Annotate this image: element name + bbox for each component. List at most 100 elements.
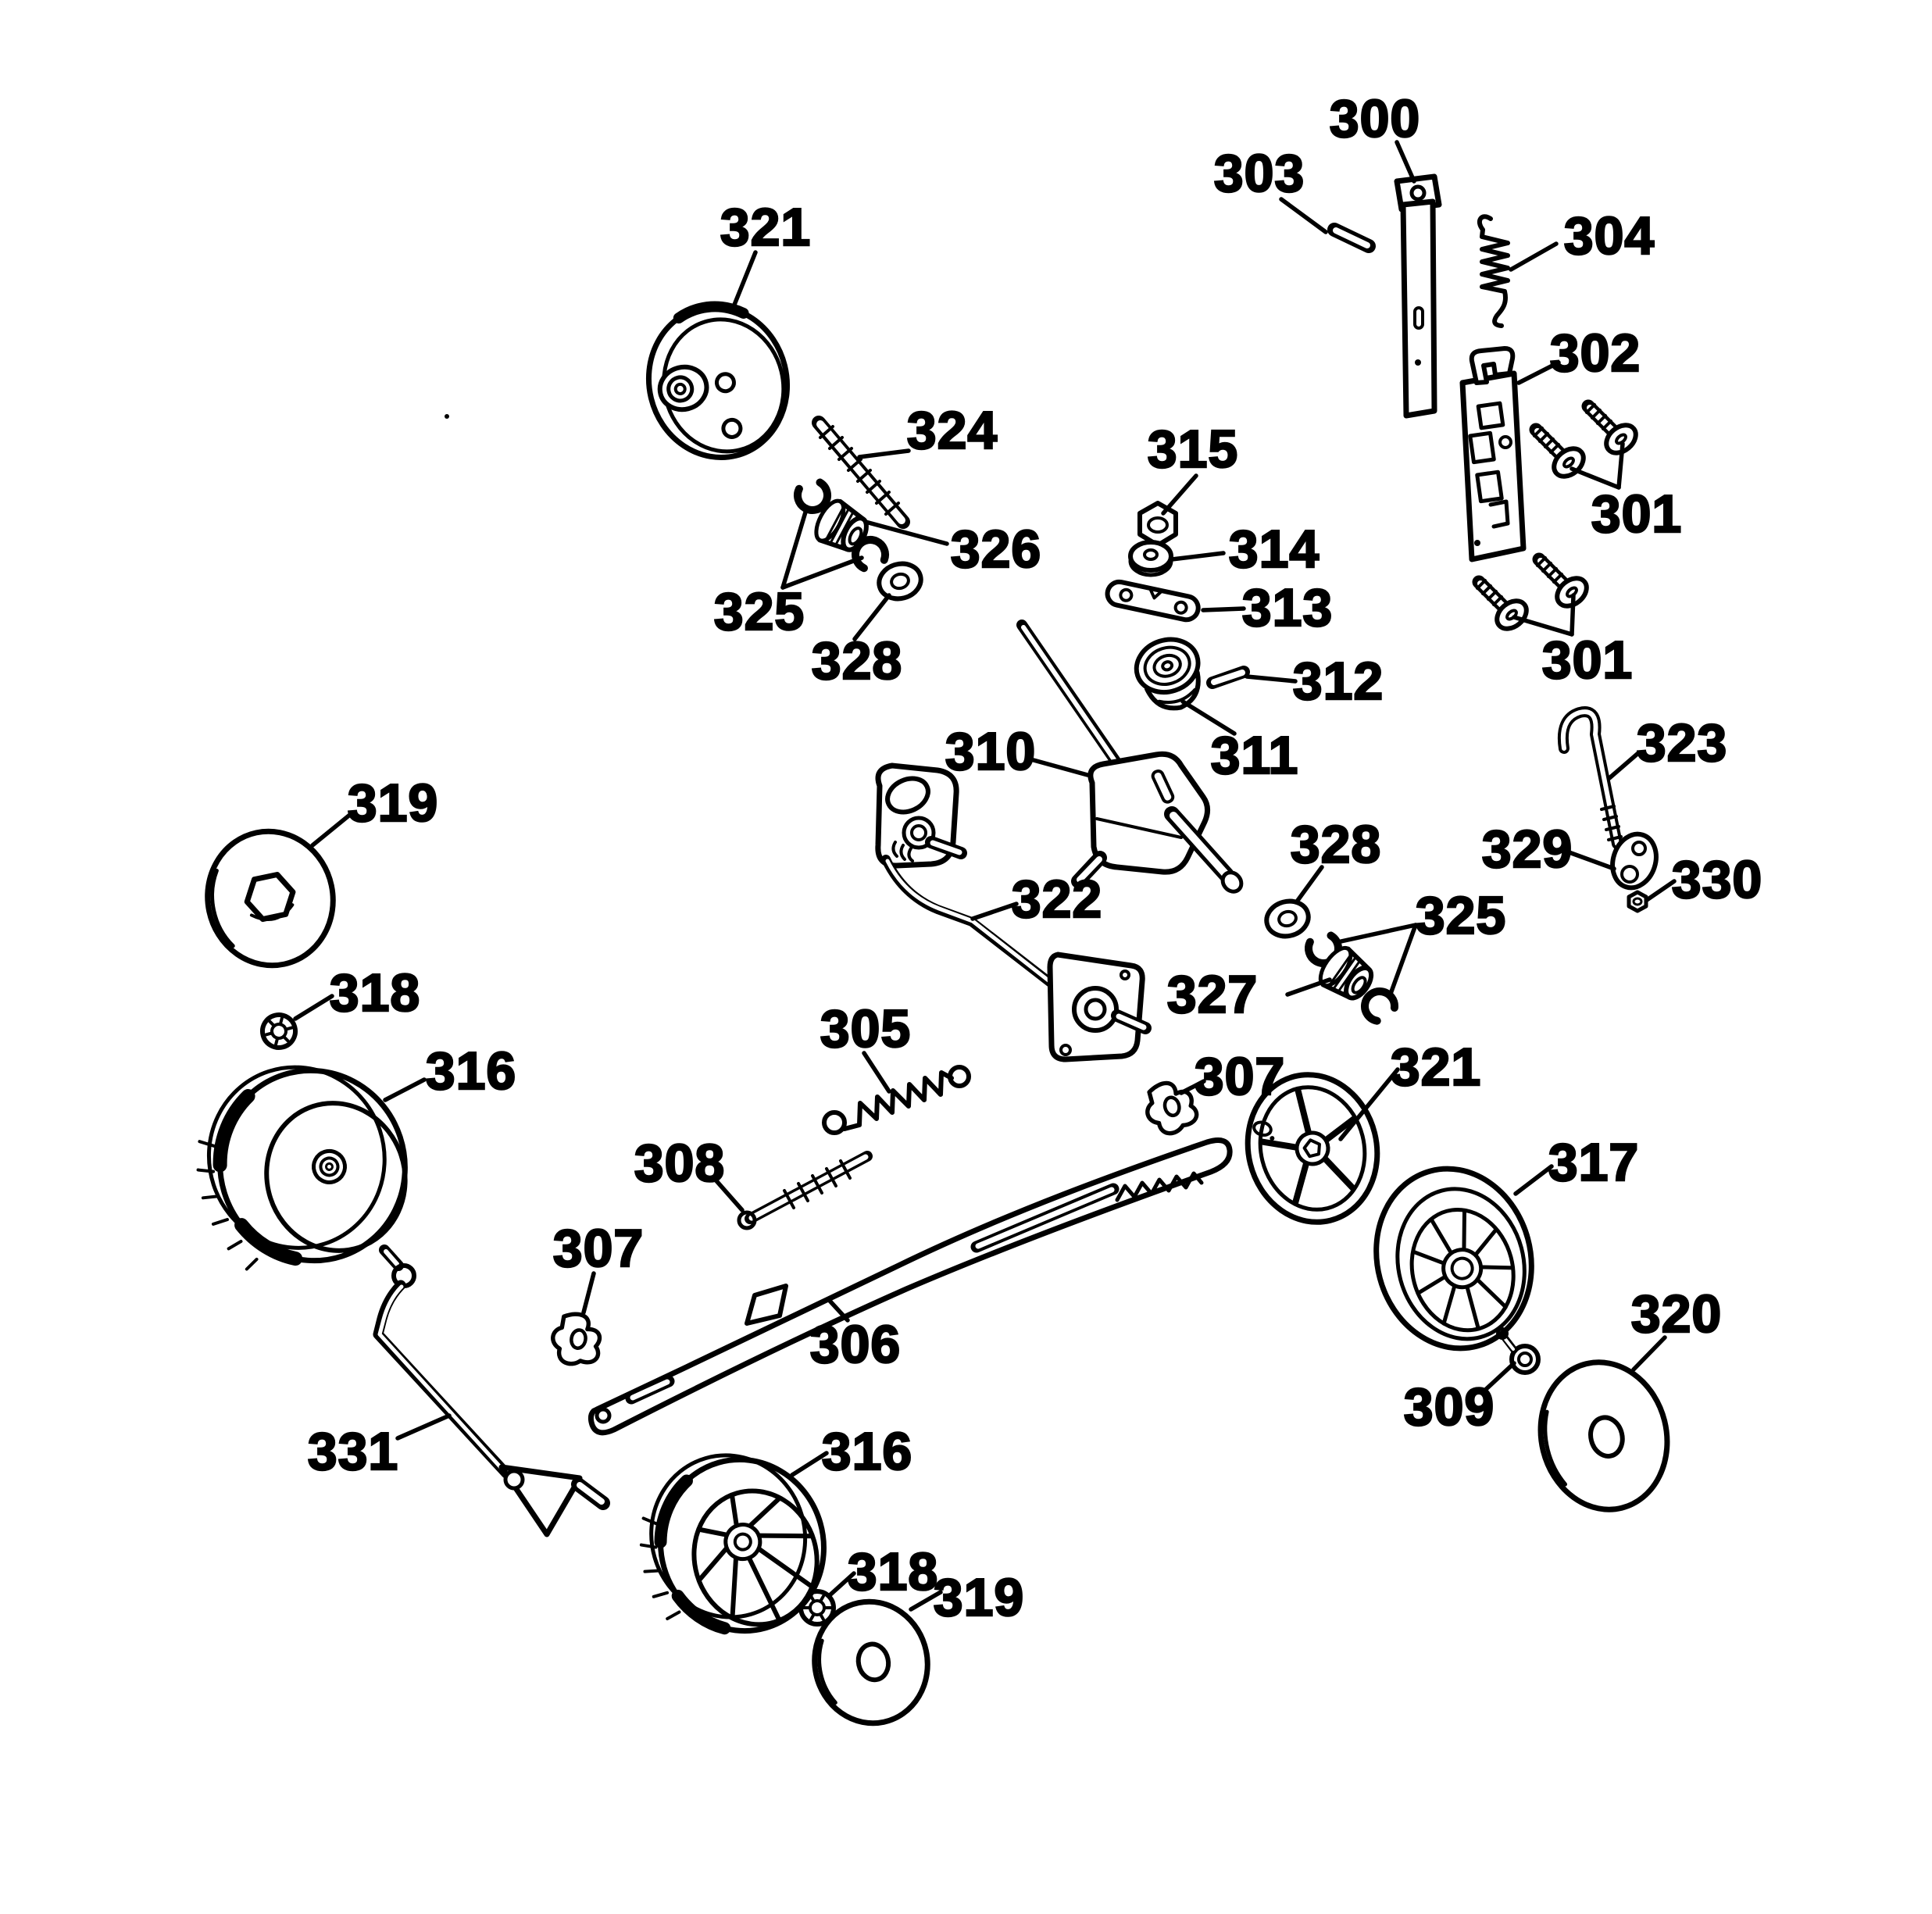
leader-line-wheel-cover-front — [1338, 1067, 1400, 1141]
callout-screws-lower: 301 — [1542, 630, 1633, 690]
leader-line-anchor-plate — [1562, 848, 1616, 871]
callout-lift-spring: 305 — [820, 999, 911, 1059]
hook-rod-drawing — [1558, 706, 1623, 849]
callout-clevis-pin: 303 — [1214, 144, 1305, 203]
leader-line-push-nut-left — [293, 994, 334, 1021]
leader-line-hub-cap-bottom — [909, 1590, 943, 1612]
callout-axle-arm: 322 — [1012, 870, 1102, 929]
screws-upper-drawing — [1534, 405, 1641, 482]
callout-push-nut-bottom: 318 — [848, 1542, 938, 1602]
leader-line-hub-cap-left — [310, 812, 353, 848]
leader-line-wheel-right — [1513, 1164, 1554, 1196]
leader-line-worm-bushing — [863, 520, 949, 546]
leader-line-push-nut-bottom — [827, 1571, 856, 1598]
callout-shift-bar: 313 — [1242, 578, 1333, 637]
gearbox-drawing — [1016, 620, 1244, 894]
callout-hook-rod: 323 — [1637, 713, 1727, 773]
leader-line-roll-pin — [1245, 674, 1298, 684]
leader-line-drive-pulley — [1180, 699, 1237, 736]
callout-pivot-rod: 331 — [308, 1422, 398, 1481]
wheel-right-drawing — [1373, 1166, 1534, 1352]
push-nut-left-drawing — [259, 1011, 298, 1051]
lift-spring-drawing — [822, 1065, 971, 1135]
leader-line-screws-lower — [1570, 593, 1576, 637]
leader-line-wheel-cover-rear — [730, 250, 758, 311]
callout-height-adjust-bar: 306 — [810, 1315, 901, 1374]
leader-line-axle-arm — [970, 902, 1019, 921]
height-adjust-bar-drawing — [587, 1137, 1233, 1436]
callout-worm-bushing: 326 — [951, 520, 1041, 579]
leader-line-pivot-rod — [395, 1413, 452, 1441]
callout-lock-nut: 330 — [1672, 850, 1762, 909]
callout-cable-clip-left: 307 — [553, 1219, 644, 1278]
leader-line-adjuster-rod — [857, 448, 911, 459]
flange-nut-drawing — [1137, 501, 1178, 548]
callout-retaining-clips-lower: 325 — [1416, 886, 1506, 945]
shift-bar-drawing — [1105, 579, 1201, 623]
callout-retaining-clips-upper: 325 — [714, 582, 805, 641]
callout-wheel-right: 317 — [1548, 1133, 1639, 1192]
wheel-cover-rear-drawing — [643, 301, 793, 463]
lock-nut-drawing — [1627, 890, 1648, 913]
callout-wheel-bottom: 316 — [822, 1422, 912, 1481]
leader-line-handle-strap — [1395, 140, 1416, 184]
leader-line-cable-clip-right — [1179, 1079, 1206, 1095]
callout-roll-pin: 312 — [1293, 652, 1384, 711]
callout-drive-pulley: 311 — [1211, 726, 1299, 785]
leader-line-detent-rod — [711, 1175, 745, 1212]
leader-line-spacer-bushing — [1170, 551, 1226, 562]
pivot-rod-drawing — [373, 1244, 610, 1537]
leader-line-flange-nut — [1161, 473, 1198, 516]
callout-adjuster-rod: 324 — [907, 401, 998, 460]
wheel-bottom-drawing — [639, 1453, 830, 1637]
leader-line-retaining-clips-lower — [1335, 923, 1418, 945]
washer-lower-drawing — [1262, 897, 1312, 941]
leader-line-shoulder-screw — [1480, 1361, 1516, 1395]
leader-line-screws-lower — [1512, 615, 1574, 637]
hub-cap-bottom-drawing — [812, 1598, 934, 1727]
leader-line-wheel-bottom — [790, 1451, 829, 1477]
callout-wheel-cover-rear: 321 — [720, 198, 811, 257]
leader-line-pinion-gear — [1285, 977, 1332, 997]
washer-upper-drawing — [875, 559, 925, 603]
callout-washer-upper: 328 — [812, 631, 902, 691]
leader-line-hub-disc-right — [1631, 1335, 1667, 1372]
callout-flange-nut: 315 — [1148, 420, 1238, 479]
callout-spacer-bushing: 314 — [1229, 520, 1320, 579]
leader-line-brake-spring — [1509, 241, 1559, 272]
leader-line-washer-upper — [852, 593, 891, 641]
leader-line-screws-upper — [1616, 441, 1625, 490]
callout-hub-cap-left: 319 — [348, 773, 438, 833]
leader-line-mounting-plate — [1516, 360, 1561, 385]
axle-arm-drawing — [875, 762, 1152, 1062]
leader-line-hook-rod — [1607, 751, 1641, 780]
leader-line-shift-bar — [1201, 606, 1246, 612]
ink-speck — [445, 414, 449, 419]
callout-cable-clip-right: 307 — [1195, 1047, 1285, 1106]
mounting-plate-drawing — [1459, 346, 1527, 562]
cable-clip-left-drawing — [549, 1311, 605, 1369]
adjuster-rod-drawing — [812, 416, 910, 529]
callout-pinion-gear: 327 — [1167, 965, 1258, 1024]
leader-line-height-adjust-bar — [827, 1298, 850, 1323]
callout-screws-upper: 301 — [1591, 484, 1682, 544]
drive-pulley-drawing — [1134, 637, 1201, 711]
hub-cap-left-drawing — [205, 828, 340, 969]
callout-anchor-plate: 329 — [1482, 820, 1573, 879]
wheel-left-drawing — [196, 1063, 412, 1271]
leader-line-screws-upper — [1570, 466, 1621, 490]
callout-washer-lower: 328 — [1291, 815, 1381, 874]
callout-mounting-plate: 302 — [1550, 323, 1641, 383]
callout-wheel-left: 316 — [426, 1041, 516, 1101]
leader-line-gearbox — [1031, 758, 1090, 777]
leader-line-clevis-pin — [1279, 197, 1328, 234]
leader-line-lock-nut — [1645, 879, 1677, 902]
clevis-pin-drawing — [1327, 223, 1376, 253]
callout-shoulder-screw: 309 — [1404, 1377, 1495, 1437]
callout-gearbox: 310 — [945, 722, 1036, 781]
leader-line-cable-clip-left — [581, 1271, 596, 1315]
callout-detent-rod: 308 — [634, 1134, 725, 1193]
brake-spring-drawing — [1477, 214, 1510, 328]
